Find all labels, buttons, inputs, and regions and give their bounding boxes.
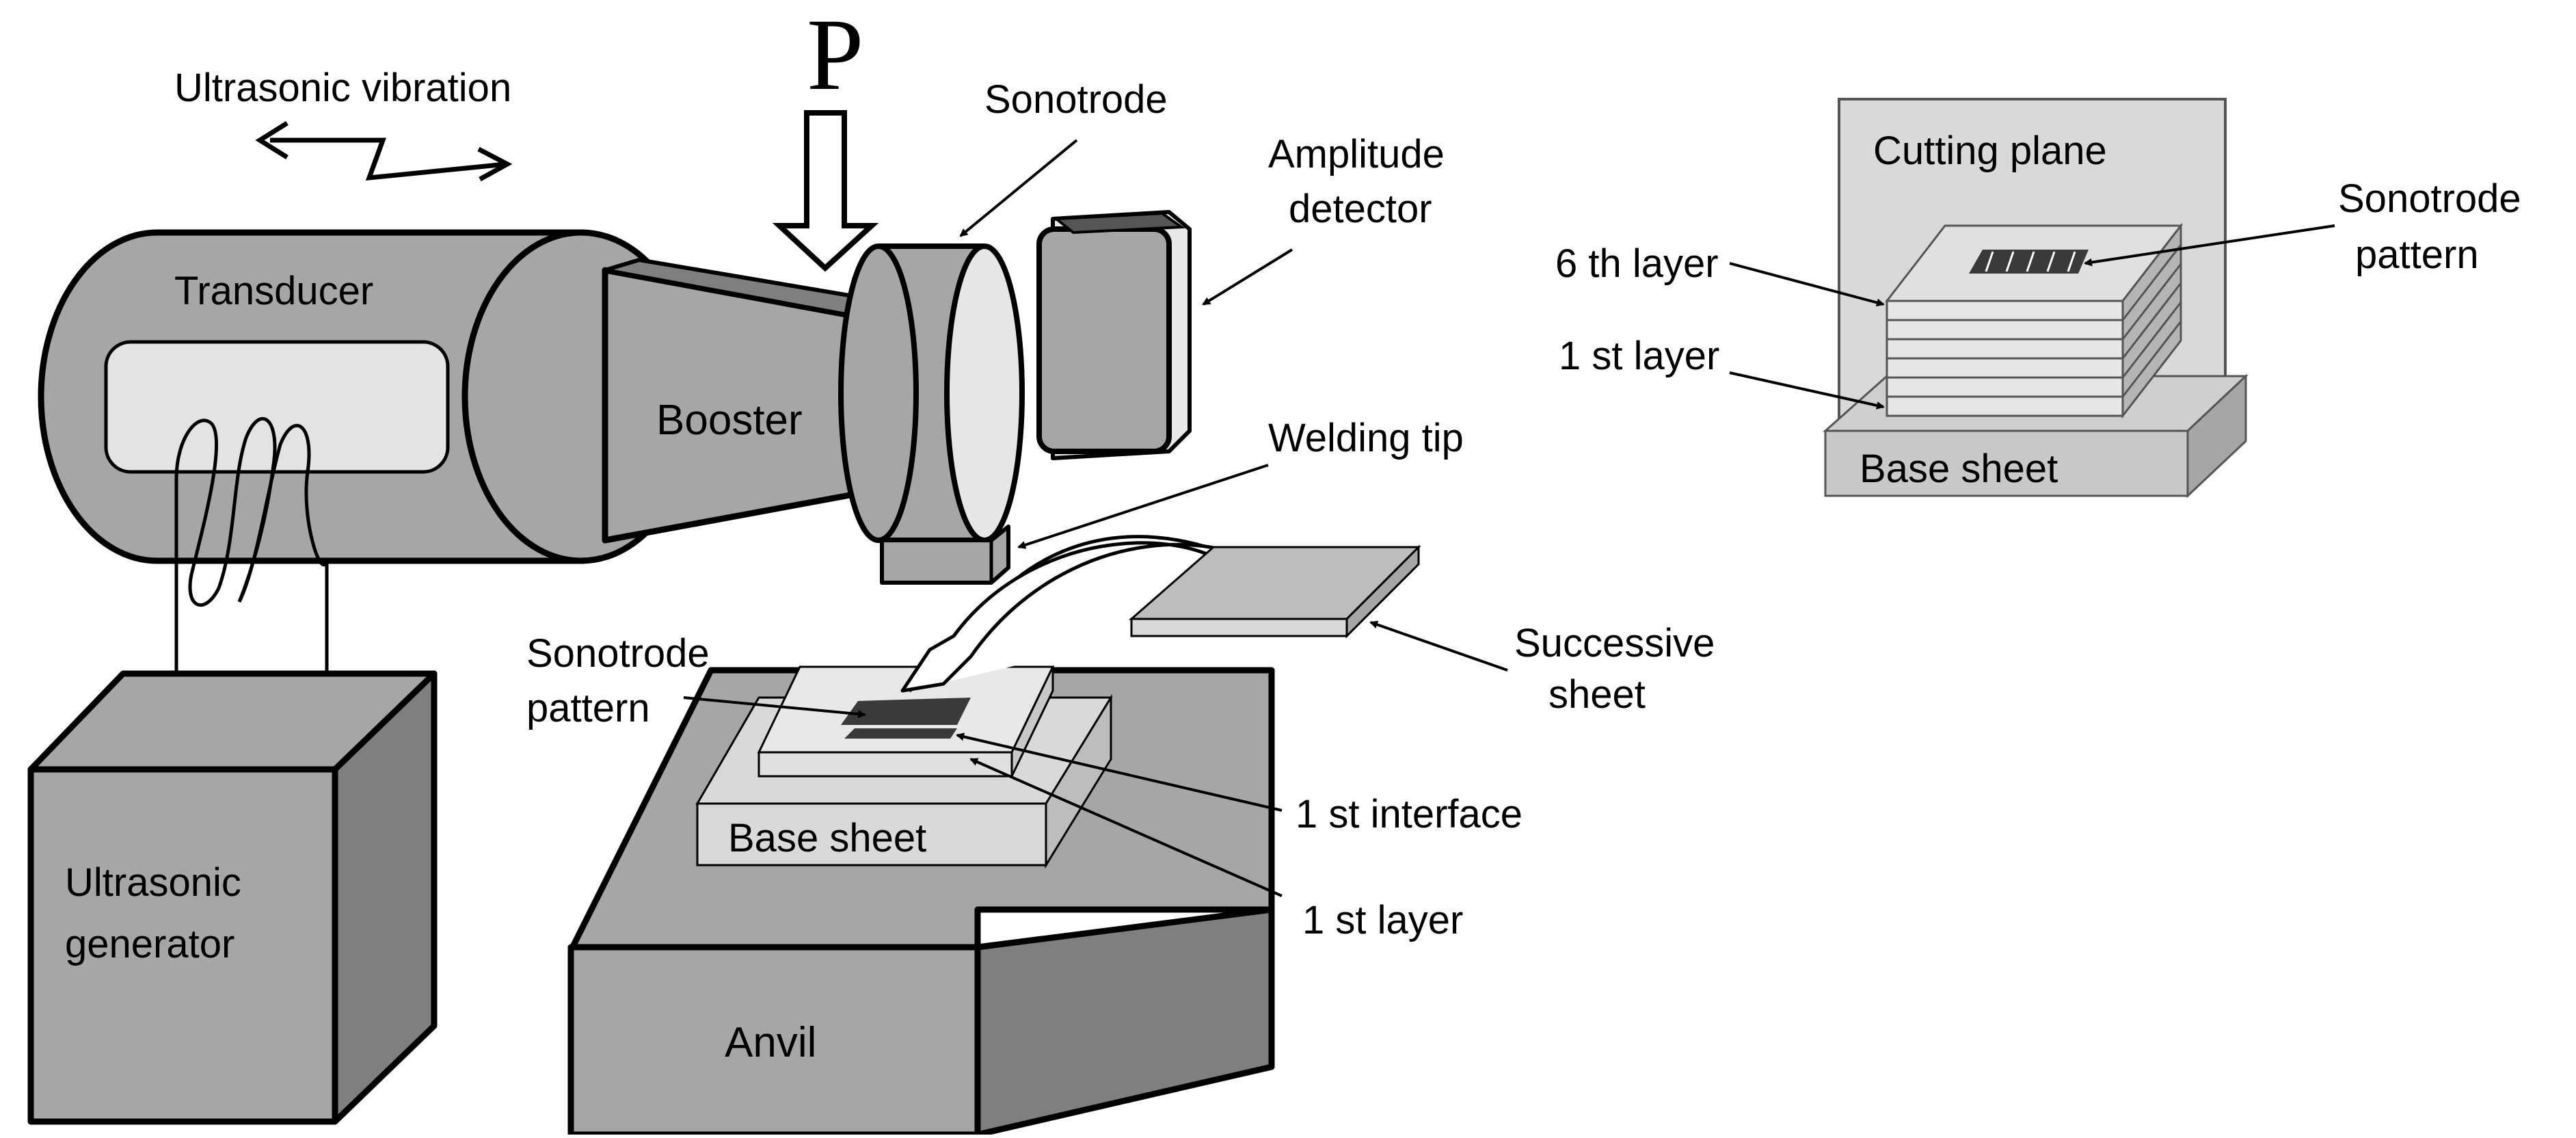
inset-diagram — [1823, 98, 2249, 499]
first-layer-label: 1 st layer — [1302, 898, 1463, 942]
sonotrode — [838, 243, 1025, 585]
inset-sonotrode-pattern-leader — [2084, 224, 2335, 267]
base-sheet-label: Base sheet — [728, 816, 926, 860]
first-layer-inset-label: 1 st layer — [1559, 334, 1719, 378]
amplitude-detector-leader — [1202, 248, 1293, 306]
anvil-label: Anvil — [725, 1019, 816, 1066]
successive-sheet-leader — [1369, 620, 1508, 672]
first-layer-inset-leader — [1729, 371, 1885, 410]
successive-sheet-label-1: Successive — [1514, 621, 1715, 665]
sonotrode-pattern-label-2: pattern — [526, 686, 650, 730]
sixth-layer-label: 6 th layer — [1555, 241, 1719, 286]
sonotrode-pattern-marks — [841, 698, 971, 739]
sonotrode-leader — [959, 139, 1078, 237]
welding-tip-leader — [1017, 464, 1269, 549]
first-interface-leader — [956, 732, 1283, 812]
inset-sonotrode-pattern — [1969, 250, 2089, 274]
amplitude-detector-label-1: Amplitude — [1268, 132, 1445, 176]
force-p-label: P — [807, 0, 863, 111]
transfer-arrow-body — [900, 541, 1298, 693]
ultrasonic-vibration-label: Ultrasonic vibration — [174, 66, 511, 110]
sonotrode-pattern-leader — [683, 696, 866, 719]
ultrasonic-generator-label-1: Ultrasonic — [65, 860, 241, 905]
force-arrow — [772, 110, 879, 272]
amplitude-detector-label-2: detector — [1289, 187, 1432, 231]
inset-sonotrode-pattern-label-1: Sonotrode — [2338, 176, 2521, 221]
ultrasonic-generator — [27, 670, 438, 1125]
welding-tip-label: Welding tip — [1268, 416, 1464, 460]
sonotrode-label: Sonotrode — [984, 77, 1168, 122]
successive-sheet — [1129, 544, 1421, 639]
transducer-label: Transducer — [174, 269, 373, 313]
successive-sheet-label-2: sheet — [1548, 672, 1646, 717]
cutting-plane-label: Cutting plane — [1873, 129, 2107, 173]
ultrasonic-generator-label-2: generator — [65, 922, 234, 966]
sonotrode-pattern-label-1: Sonotrode — [526, 631, 710, 676]
amplitude-detector — [1036, 210, 1192, 460]
sixth-layer-leader — [1729, 262, 1885, 307]
coil-icon — [174, 416, 329, 718]
inset-sonotrode-pattern-label-2: pattern — [2355, 233, 2479, 277]
vibration-arrow — [255, 121, 513, 182]
first-layer-leader — [969, 758, 1283, 897]
booster-label: Booster — [656, 397, 803, 444]
first-interface-label: 1 st interface — [1296, 792, 1522, 836]
inset-base-sheet-label: Base sheet — [1860, 447, 2058, 491]
